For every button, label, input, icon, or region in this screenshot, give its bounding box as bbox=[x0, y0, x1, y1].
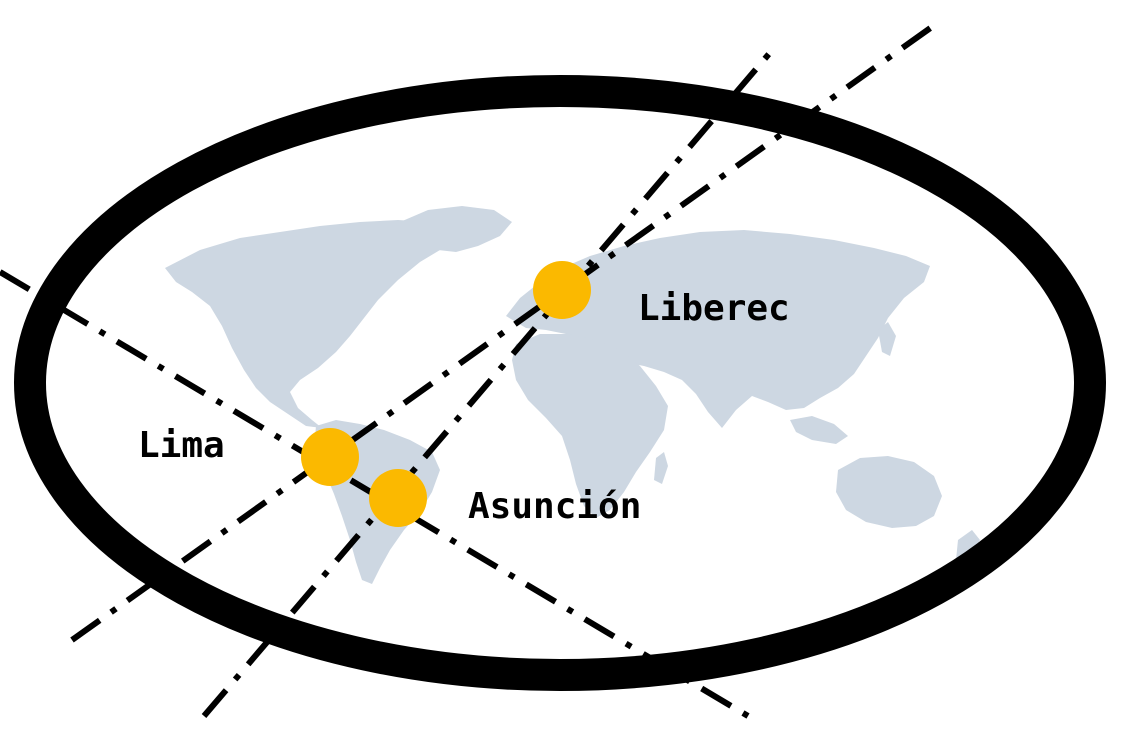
landmass-north-america bbox=[165, 220, 452, 428]
landmass-africa bbox=[512, 334, 668, 518]
world-landmasses bbox=[165, 206, 980, 584]
landmass-greenland bbox=[400, 206, 512, 252]
label-asuncion: Asunción bbox=[468, 486, 641, 527]
landmass-southeast-asia bbox=[790, 416, 848, 444]
label-liberec: Liberec bbox=[638, 288, 790, 329]
line-lima-liberec bbox=[70, 21, 938, 643]
city-markers bbox=[301, 261, 591, 527]
landmass-japan bbox=[878, 322, 896, 356]
marker-asuncion bbox=[369, 469, 427, 527]
line-asuncion-liberec bbox=[201, 46, 777, 718]
enclosing-ellipse bbox=[14, 75, 1106, 691]
marker-lima bbox=[301, 428, 359, 486]
landmass-new-zealand bbox=[956, 530, 980, 560]
landmass-australia bbox=[836, 456, 942, 528]
marker-liberec bbox=[533, 261, 591, 319]
label-lima: Lima bbox=[138, 425, 225, 466]
city-labels: Liberec Lima Asunción bbox=[138, 288, 790, 527]
landmass-madagascar bbox=[654, 452, 668, 484]
landmass-eurasia bbox=[506, 230, 930, 428]
